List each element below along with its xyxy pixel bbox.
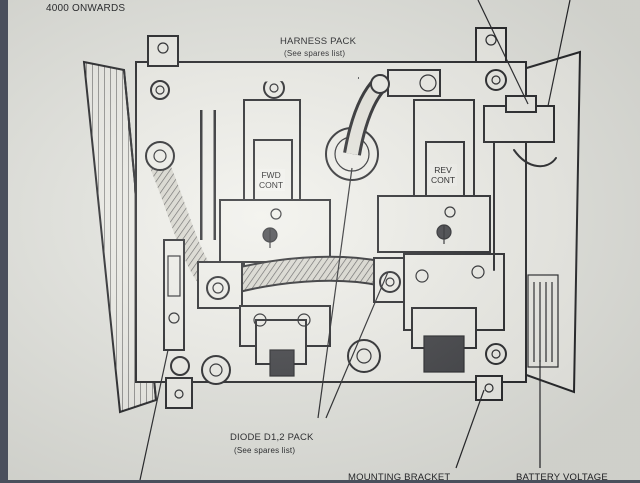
bolt: [150, 80, 170, 100]
fwd-label-line1: FWD: [261, 170, 281, 180]
bolt: [485, 69, 507, 91]
fwd-label-line2: CONT: [259, 180, 284, 190]
central-cable: [325, 74, 390, 181]
harness-pack-label: HARNESS PACK: [280, 36, 357, 47]
left-fuse-holder: [163, 239, 185, 351]
battery-voltage-label: BATTERY VOLTAGE: [516, 472, 608, 483]
mounting-bracket-label: MOUNTING BRACKET: [348, 472, 451, 483]
right-terminal: [483, 95, 557, 271]
diode-pack-label: DIODE D1,2 PACK: [230, 432, 314, 443]
mounting-tab: [147, 35, 179, 67]
diode-pack-sublabel: (See spares list): [234, 446, 296, 455]
rev-label-line2: CONT: [431, 175, 456, 185]
fwd-contactor-label: FWD CONT: [257, 169, 286, 191]
mounting-tab: [165, 377, 193, 409]
diode-pack: [170, 305, 477, 385]
diagram-page: 4000 ONWARDS: [8, 0, 640, 483]
top-busbar: [202, 69, 441, 111]
mounting-tab: [475, 375, 503, 401]
leader-lines: [139, 0, 571, 480]
harness-pack-sublabel: (See spares list): [284, 49, 346, 58]
controller-drawing: [82, 0, 582, 480]
rev-contactor-label: REV CONT: [429, 164, 458, 186]
rev-label-line1: REV: [434, 165, 452, 175]
bolt: [485, 343, 507, 365]
header-range: 4000 ONWARDS: [46, 3, 126, 14]
